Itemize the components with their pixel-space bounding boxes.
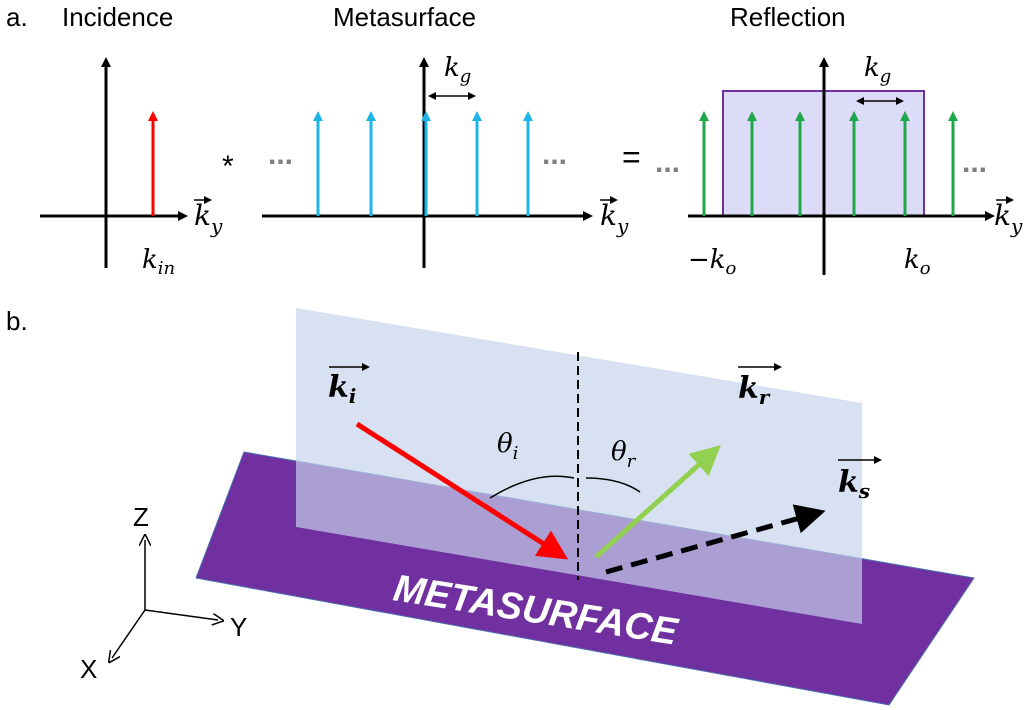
- panel-b-label: b.: [6, 306, 28, 336]
- incident-ray: [355, 421, 569, 560]
- reflection-axis-label: ky: [994, 196, 1023, 238]
- x-axis-label: X: [80, 654, 97, 684]
- coordinate-axes: Z Y X: [80, 502, 247, 684]
- x-axis: [112, 609, 146, 658]
- reflection-left-ellipsis: ...: [655, 146, 680, 179]
- scattered-ray: [605, 504, 826, 575]
- reflection-plot: Reflection kg ... ... −ko ko ky: [655, 2, 1023, 279]
- svg-text:ky: ky: [194, 199, 223, 238]
- incidence-plot: Incidence kin ky: [40, 2, 223, 279]
- convolution-symbol: *: [222, 150, 234, 183]
- k-r-label: kr: [738, 363, 782, 409]
- theta-i-arc: [489, 475, 575, 499]
- equals-symbol: =: [622, 139, 641, 175]
- reflected-ray: [594, 444, 721, 559]
- theta-r-label: θr: [611, 437, 637, 472]
- reflection-right-ellipsis: ...: [962, 146, 987, 179]
- theta-i-label: θi: [497, 429, 518, 464]
- z-axis-label: Z: [133, 502, 149, 532]
- reflection-title: Reflection: [730, 2, 846, 32]
- svg-text:ks: ks: [838, 465, 870, 503]
- y-axis-label: Y: [230, 612, 247, 642]
- y-axis: [144, 609, 218, 620]
- k-i-label: ki: [328, 363, 370, 408]
- svg-text:ki: ki: [328, 370, 356, 408]
- incidence-title: Incidence: [62, 2, 173, 32]
- theta-r-arc: [585, 477, 641, 493]
- panel-a-label: a.: [6, 2, 28, 32]
- svg-text:kr: kr: [738, 371, 771, 409]
- left-ellipsis: ...: [268, 138, 293, 171]
- ko-label: ko: [904, 245, 931, 279]
- metasurface-plot: Metasurface kg ... ... ky: [262, 2, 629, 268]
- kg-label: kg: [444, 53, 471, 87]
- metasurface-axis-label: ky: [600, 196, 629, 238]
- kg-label-reflection: kg: [864, 53, 891, 87]
- metasurface-title: Metasurface: [333, 2, 476, 32]
- svg-text:ky: ky: [600, 199, 629, 238]
- neg-ko-label: −ko: [688, 245, 737, 279]
- k-in-label: kin: [142, 245, 175, 279]
- incidence-axis-label: ky: [194, 196, 223, 238]
- right-ellipsis: ...: [542, 138, 567, 171]
- svg-text:ky: ky: [994, 199, 1023, 238]
- k-s-label: ks: [838, 456, 882, 503]
